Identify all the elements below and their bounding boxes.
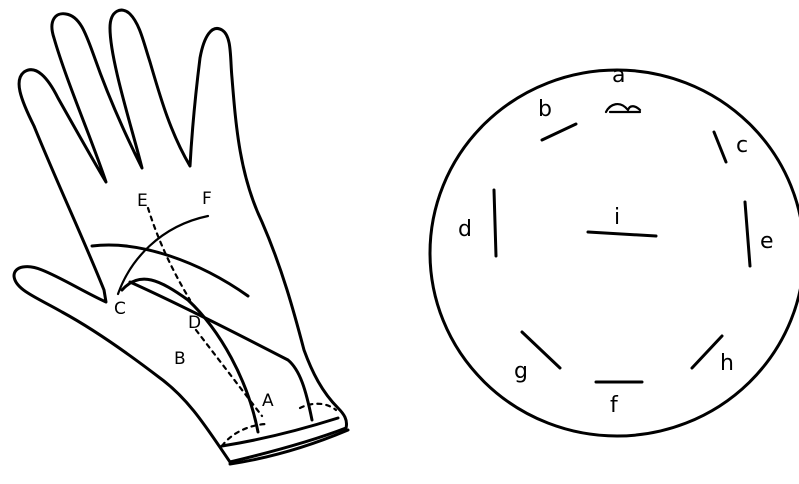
band-line-left (122, 279, 258, 432)
mark-d (494, 190, 496, 256)
hand-label-D: D (188, 313, 201, 333)
circle-diagram: a b c d e i g h f (430, 63, 799, 436)
mark-b (542, 124, 576, 140)
circle-label-i: i (614, 205, 620, 230)
mark-c (714, 132, 726, 162)
cuff-dash-right (300, 404, 336, 410)
circle-label-d: d (458, 217, 472, 242)
mark-h (692, 336, 722, 368)
hand-label-B: B (174, 349, 186, 369)
hand-label-A: A (262, 391, 274, 411)
circle-label-f: f (610, 393, 619, 418)
hand-label-F: F (202, 189, 212, 209)
hand-label-E: E (137, 191, 148, 211)
circle-label-g: g (514, 359, 528, 384)
circle-label-h: h (720, 351, 734, 376)
mark-i (588, 232, 656, 236)
hand-outline (14, 10, 347, 462)
hand-label-C: C (114, 299, 126, 319)
mark-e (745, 202, 750, 266)
mark-a (606, 104, 640, 112)
circle-label-a: a (612, 63, 625, 88)
circle-label-e: e (760, 229, 774, 254)
band-line-right (130, 282, 312, 420)
circle-label-b: b (538, 97, 552, 122)
circle-label-c: c (736, 133, 748, 158)
hand-drawing: E F C D B A (14, 10, 348, 464)
